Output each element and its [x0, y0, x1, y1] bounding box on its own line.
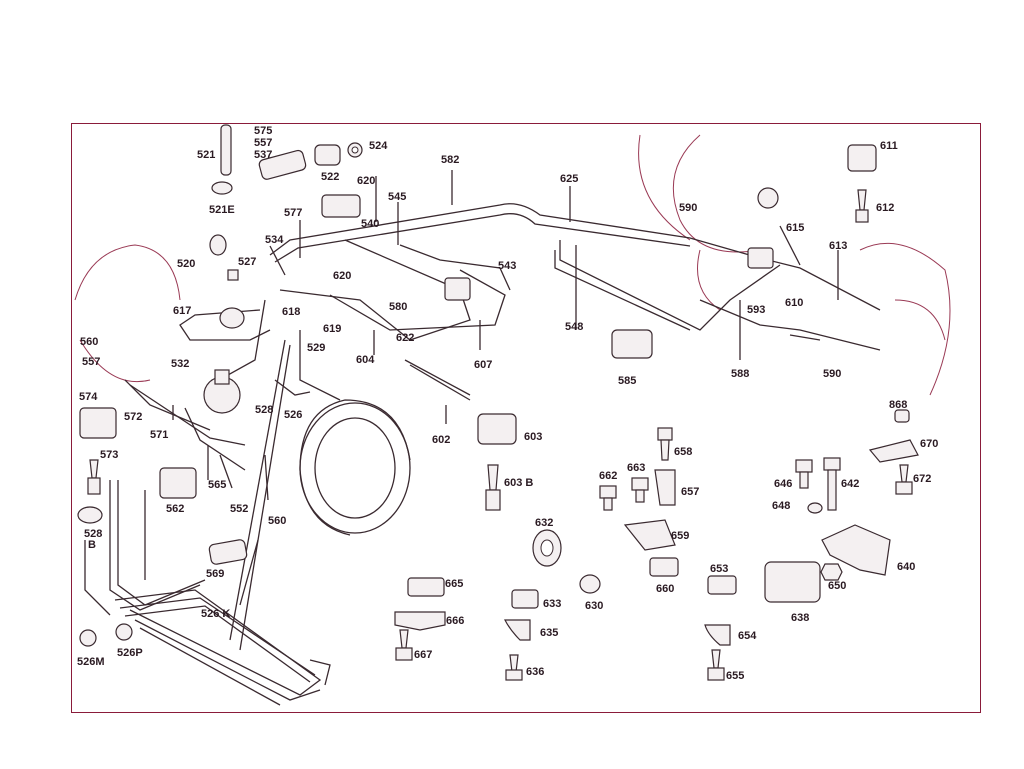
- label-557: 557: [254, 137, 272, 149]
- label-640: 640: [897, 561, 915, 573]
- label-580: 580: [389, 301, 407, 313]
- label-636: 636: [526, 666, 544, 678]
- wheel-outlines: [74, 134, 951, 536]
- label-b: B: [88, 539, 96, 551]
- label-619: 619: [323, 323, 341, 335]
- label-520: 520: [177, 258, 195, 270]
- label-603: 603: [524, 431, 542, 443]
- label-582: 582: [441, 154, 459, 166]
- label-543: 543: [498, 260, 516, 272]
- label-650: 650: [828, 580, 846, 592]
- label-526m: 526M: [77, 656, 105, 668]
- label-654: 654: [738, 630, 757, 642]
- label-613: 613: [829, 240, 847, 252]
- label-670: 670: [920, 438, 938, 450]
- label-658: 658: [674, 446, 692, 458]
- label-529: 529: [307, 342, 325, 354]
- label-534: 534: [265, 234, 284, 246]
- label-663: 663: [627, 462, 645, 474]
- parts: [77, 124, 919, 681]
- label-532: 532: [171, 358, 189, 370]
- label-526p: 526P: [117, 647, 143, 659]
- label-618: 618: [282, 306, 300, 318]
- label-545: 545: [388, 191, 406, 203]
- diagram-frame: [71, 123, 981, 713]
- label-610: 610: [785, 297, 803, 309]
- label-521e: 521E: [209, 204, 235, 216]
- label-585: 585: [618, 375, 636, 387]
- label-552: 552: [230, 503, 248, 515]
- label-620: 620: [357, 175, 375, 187]
- label-655: 655: [726, 670, 744, 682]
- label-611: 611: [880, 140, 898, 152]
- label-526k: 526 K: [201, 608, 230, 620]
- label-548: 548: [565, 321, 583, 333]
- label-635: 635: [540, 627, 558, 639]
- label-571: 571: [150, 429, 168, 441]
- label-562: 562: [166, 503, 184, 515]
- label-672: 672: [913, 473, 931, 485]
- label-560b: 560: [268, 515, 286, 527]
- label-604: 604: [356, 354, 375, 366]
- label-646: 646: [774, 478, 792, 490]
- label-648: 648: [772, 500, 790, 512]
- label-666: 666: [446, 615, 464, 627]
- label-528b: 528: [84, 528, 102, 540]
- label-642: 642: [841, 478, 859, 490]
- label-633: 633: [543, 598, 561, 610]
- label-630: 630: [585, 600, 603, 612]
- leader-lines: [172, 170, 839, 606]
- label-565: 565: [208, 479, 226, 491]
- label-632: 632: [535, 517, 553, 529]
- label-638: 638: [791, 612, 809, 624]
- pipe-bundle: [114, 589, 331, 706]
- label-667: 667: [414, 649, 432, 661]
- label-573: 573: [100, 449, 118, 461]
- label-653: 653: [710, 563, 728, 575]
- label-557b: 557: [82, 356, 100, 368]
- label-521: 521: [197, 149, 215, 161]
- label-528a: 528: [255, 404, 273, 416]
- label-607: 607: [474, 359, 492, 371]
- label-522: 522: [321, 171, 339, 183]
- label-524: 524: [369, 140, 388, 152]
- label-577: 577: [284, 207, 302, 219]
- label-615: 615: [786, 222, 804, 234]
- label-657: 657: [681, 486, 699, 498]
- label-572: 572: [124, 411, 142, 423]
- label-602: 602: [432, 434, 450, 446]
- label-527: 527: [238, 256, 256, 268]
- label-593: 593: [747, 304, 765, 316]
- label-868: 868: [889, 399, 907, 411]
- part-labels: 521 575 557 537 524 522 521E 620 582 625…: [77, 125, 938, 682]
- label-575: 575: [254, 125, 272, 137]
- label-569: 569: [206, 568, 224, 580]
- label-603b: 603 B: [504, 477, 533, 489]
- label-590a: 590: [679, 202, 697, 214]
- label-590b: 590: [823, 368, 841, 380]
- label-574: 574: [79, 391, 98, 403]
- label-526: 526: [284, 409, 302, 421]
- label-588: 588: [731, 368, 749, 380]
- label-612: 612: [876, 202, 894, 214]
- label-617: 617: [173, 305, 191, 317]
- label-662: 662: [599, 470, 617, 482]
- label-540: 540: [361, 218, 379, 230]
- label-625: 625: [560, 173, 578, 185]
- label-537: 537: [254, 149, 272, 161]
- label-659: 659: [671, 530, 689, 542]
- label-665: 665: [445, 578, 463, 590]
- label-620b: 620: [333, 270, 351, 282]
- label-560: 560: [80, 336, 98, 348]
- label-660: 660: [656, 583, 674, 595]
- label-622: 622: [396, 332, 414, 344]
